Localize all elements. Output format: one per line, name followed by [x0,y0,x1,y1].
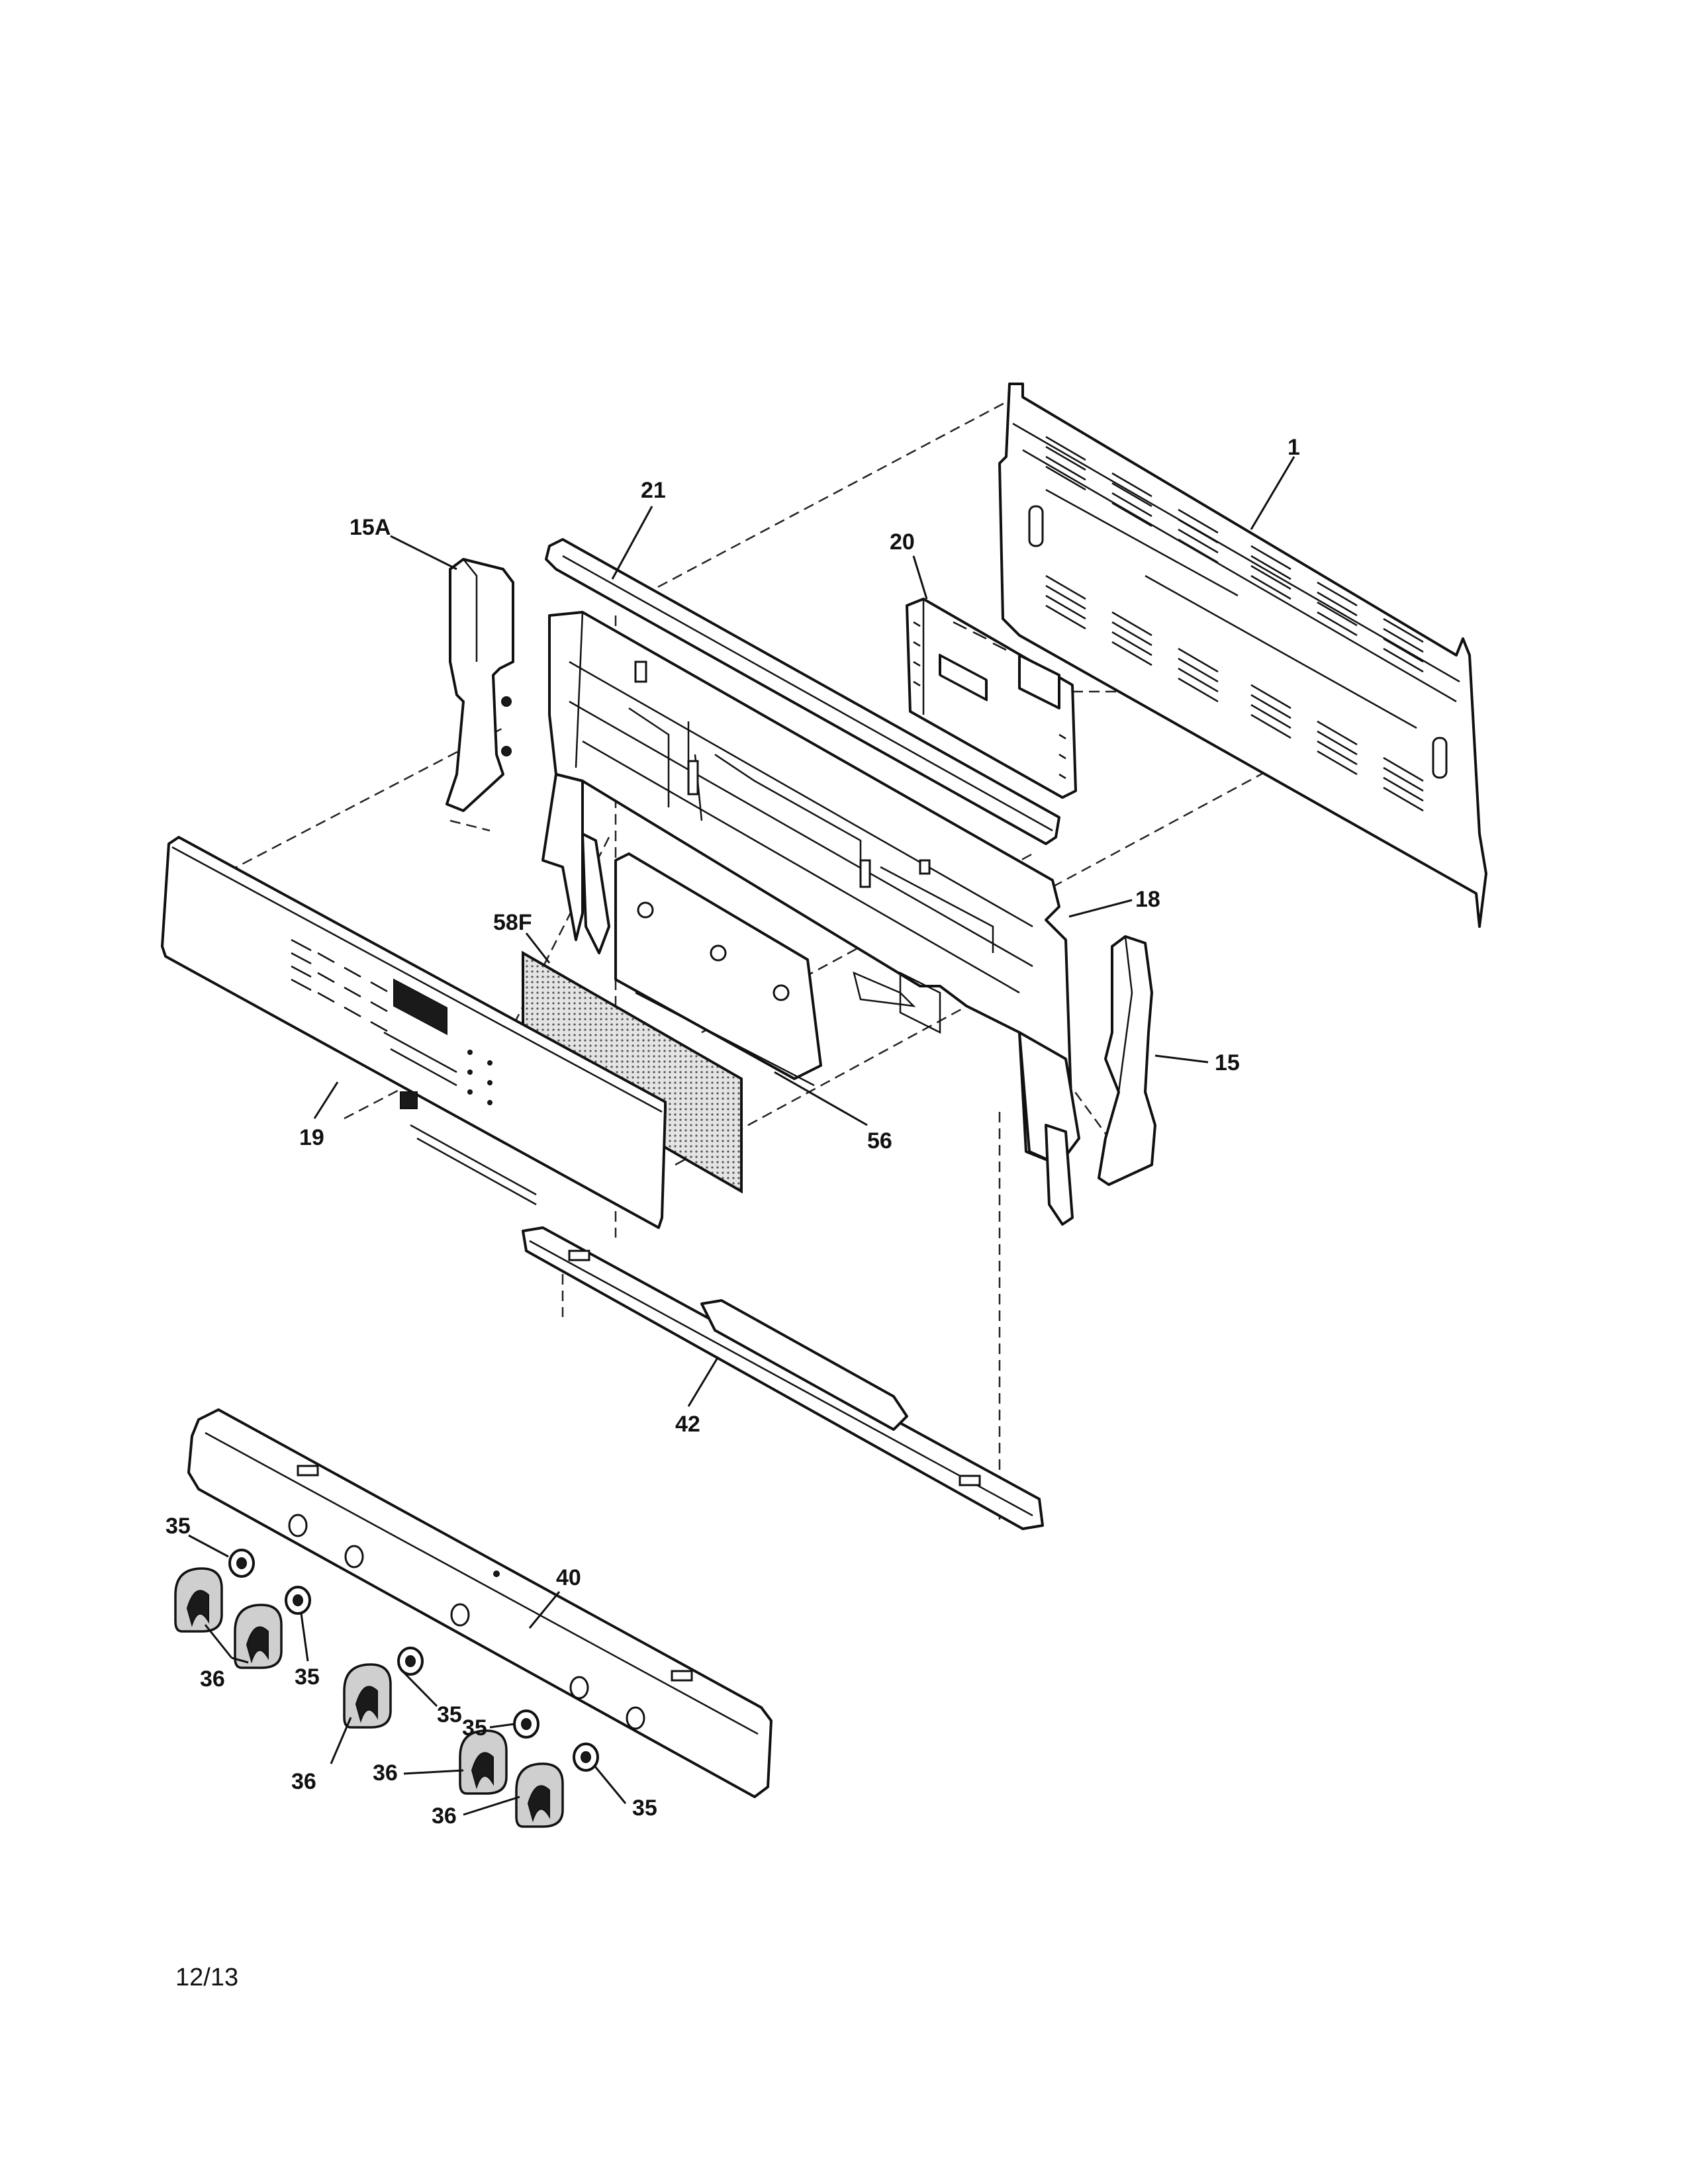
knob-5 [515,1762,564,1828]
washer-3 [397,1647,424,1676]
part-21-top-trim [545,538,1060,845]
callout-36-d: 36 [432,1803,457,1829]
callout-35-c: 35 [437,1702,462,1727]
callout-36-c: 36 [373,1760,398,1786]
knob-1 [174,1567,223,1633]
part-15a-left-endcap [445,558,514,812]
callout-20: 20 [890,529,915,555]
washer-1 [228,1549,255,1578]
part-35-washers [228,1549,599,1772]
knob-2 [234,1604,283,1669]
callout-21: 21 [641,478,666,503]
callout-1: 1 [1288,435,1300,460]
washer-2 [285,1586,311,1615]
callout-36-b: 36 [291,1769,316,1794]
part-15-right-endcap [1098,935,1156,1186]
callout-35-e: 35 [632,1796,657,1821]
knob-4 [459,1729,508,1795]
part-19-control-overlay [161,836,667,1229]
part-40-knob-panel [187,1408,773,1798]
callout-42: 42 [675,1412,700,1437]
callout-58f: 58F [493,910,532,935]
page-code: 12/13 [175,1964,238,1991]
callout-labels: 1 21 15A 20 18 58F 15 56 19 42 40 35 35 … [165,435,1300,1829]
callout-15: 15 [1215,1050,1240,1075]
part-1-rear-panel [998,383,1487,928]
callout-15a: 15A [350,515,391,540]
knob-3 [343,1663,392,1729]
part-42-lower-rail [522,1226,1044,1530]
part-36-knobs [174,1567,564,1828]
part-18-control-frame [541,611,1080,1226]
callout-35-d: 35 [462,1715,487,1741]
callout-leaders [188,456,1295,1816]
part-56-bracket [614,852,822,1087]
callout-18: 18 [1135,887,1160,912]
callout-56: 56 [867,1128,892,1154]
callout-35-a: 35 [165,1514,191,1539]
callout-36-a: 36 [200,1666,225,1692]
callout-35-b: 35 [295,1664,320,1690]
washer-5 [573,1743,599,1772]
vent-louvers [1045,435,1424,812]
part-20-control-board [906,598,1077,799]
callout-40: 40 [556,1565,581,1590]
washer-4 [513,1709,539,1739]
callout-19: 19 [299,1125,324,1150]
